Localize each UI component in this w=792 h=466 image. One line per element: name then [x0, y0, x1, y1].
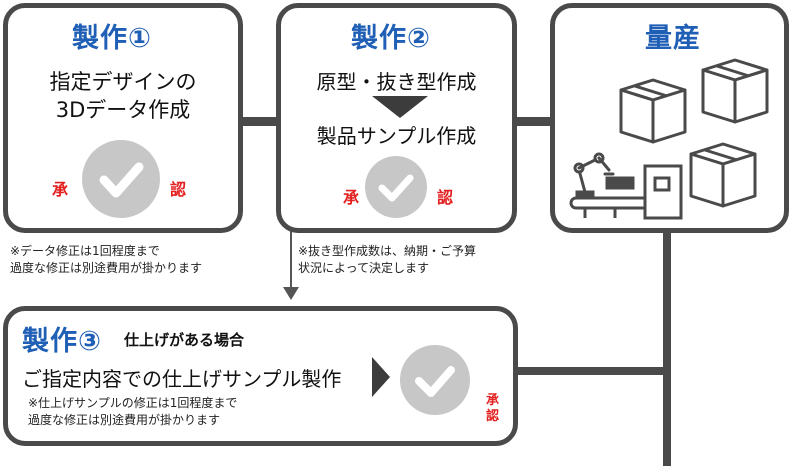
- step2-box: 製作② 原型・抜き型作成 製品サンプル作成 承 認: [276, 3, 517, 233]
- step2-note1: ※抜き型作成数は、納期・ご予算: [298, 244, 477, 258]
- step3-box: 量産: [550, 3, 789, 233]
- step1-box: 製作① 指定デザインの 3Dデータ作成 承 認: [3, 3, 243, 233]
- connector-2-3: [514, 117, 552, 126]
- step-finish-approve-top: 承: [486, 393, 500, 408]
- step1-approve-right: 認: [170, 180, 187, 199]
- step-finish-subtitle: 仕上げがある場合: [124, 331, 245, 349]
- connector-vertical-right: [663, 232, 671, 466]
- check-icon: [99, 162, 144, 198]
- step2-line2: 製品サンプル作成: [316, 124, 477, 148]
- step1-check-circle: [82, 140, 160, 218]
- step1-line1: 指定デザインの: [49, 70, 197, 94]
- step1-note2: 過度な修正は別途費用が掛かります: [10, 261, 203, 275]
- step-finish-note1: ※仕上げサンプルの修正は1回程度まで: [28, 396, 238, 410]
- step-finish-title: 製作③: [22, 326, 102, 357]
- step-finish-check-circle: [400, 345, 470, 415]
- step1-approve-left: 承: [52, 180, 69, 199]
- step2-approve-right: 認: [437, 188, 454, 207]
- box-icon: [689, 142, 757, 208]
- check-icon: [415, 366, 455, 397]
- mass-production-illustration: [569, 58, 769, 220]
- box-icon: [701, 58, 769, 124]
- step2-title: 製作②: [351, 23, 431, 54]
- conveyor-icon: [569, 164, 683, 220]
- step-finish-line1: ご指定内容での仕上げサンプル製作: [22, 367, 342, 391]
- step1-title: 製作①: [72, 23, 152, 54]
- step2-note2: 状況によって決定します: [298, 261, 430, 275]
- step-finish-box: 製作③ 仕上げがある場合 ご指定内容での仕上げサンプル製作 ※仕上げサンプルの修…: [3, 306, 518, 446]
- step2-approve-left: 承: [343, 188, 360, 207]
- connector-finish-right: [515, 367, 665, 375]
- box-icon: [619, 78, 687, 144]
- check-icon: [378, 174, 414, 202]
- step2-line1: 原型・抜き型作成: [316, 70, 477, 94]
- branch-arrow-head: [283, 287, 299, 300]
- step-finish-approve-bottom: 認: [486, 409, 500, 424]
- step1-note1: ※データ修正は1回程度まで: [10, 244, 160, 258]
- step3-title: 量産: [645, 23, 701, 54]
- step2-check-circle: [365, 156, 427, 218]
- step-finish-note2: 過度な修正は別途費用が掛かります: [28, 413, 221, 427]
- step-finish-arrow-right: [372, 357, 390, 397]
- connector-1-2: [240, 117, 278, 126]
- step1-line2: 3Dデータ作成: [55, 98, 191, 122]
- robot-arm-icon: [573, 152, 615, 200]
- step2-arrow-down: [372, 96, 428, 118]
